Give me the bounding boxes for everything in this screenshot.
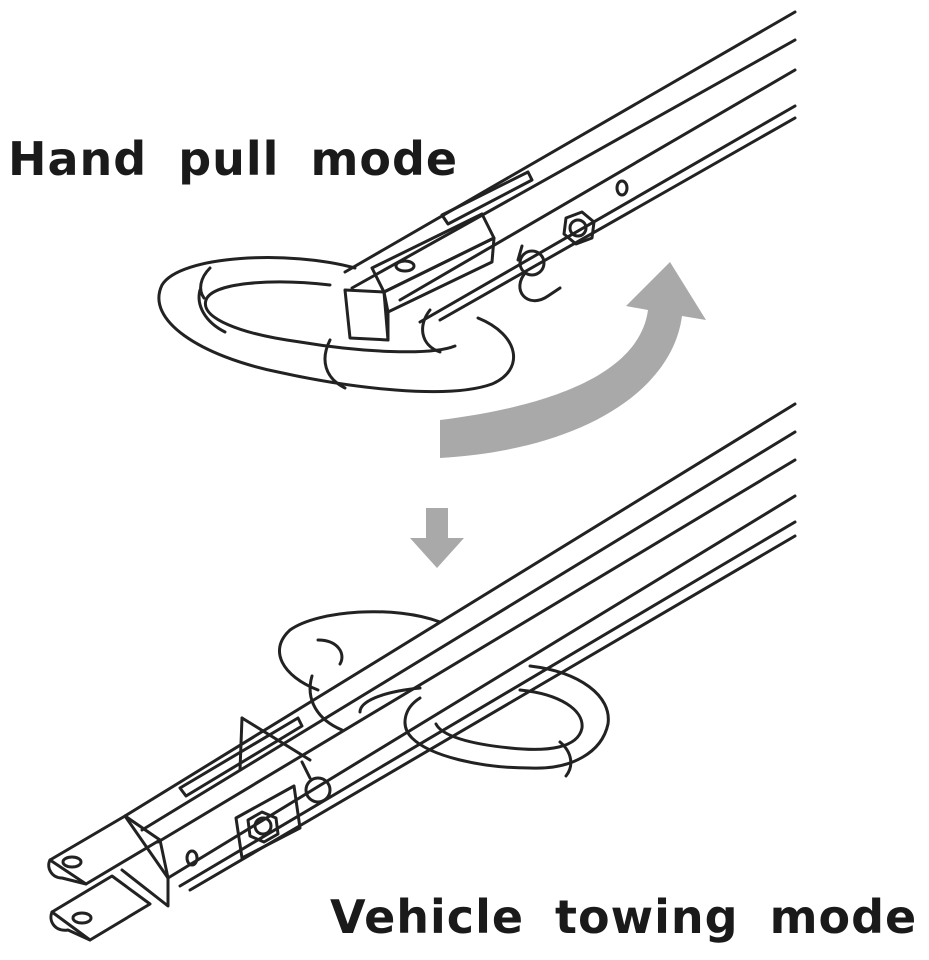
hand-pull-mode-label: Hand pull mode [8, 132, 459, 186]
bottom-loop-handle [278, 610, 610, 778]
down-arrow [410, 508, 464, 568]
bottom-bolt [185, 784, 302, 867]
bottom-hitch-bracket [47, 814, 170, 942]
top-clip-strip [440, 170, 534, 226]
rotate-arrow [440, 262, 706, 458]
bottom-tow-bar [123, 402, 797, 892]
vehicle-towing-mode-label: Vehicle towing mode [330, 890, 918, 944]
top-loop-handle [157, 256, 516, 394]
hand-pull-assembly [157, 10, 797, 394]
top-bolt [562, 179, 629, 246]
bottom-clip-strip [178, 716, 304, 798]
top-tow-bar [343, 10, 797, 324]
top-bracket [343, 212, 496, 342]
top-lynch-pin [516, 244, 562, 303]
vehicle-towing-assembly [47, 402, 797, 942]
bottom-lynch-pin [238, 716, 332, 804]
